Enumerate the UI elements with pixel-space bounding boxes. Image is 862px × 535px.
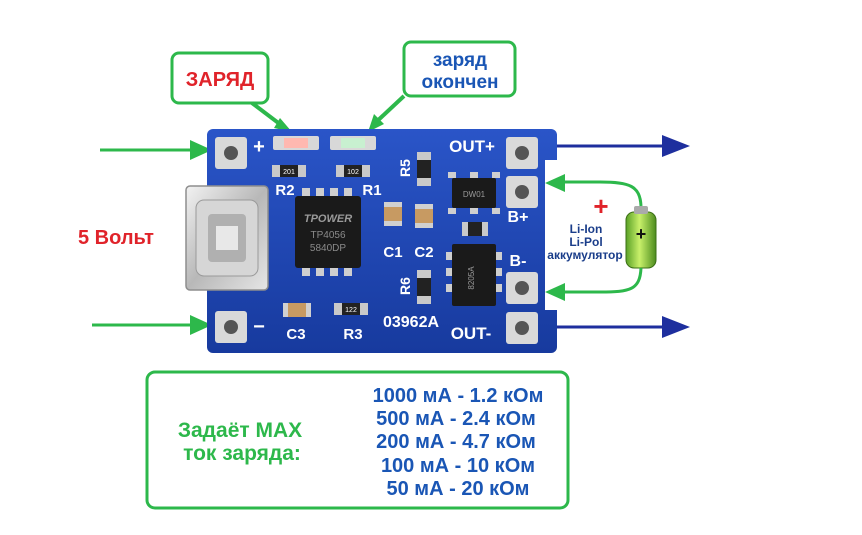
resistor-r2: 201 bbox=[272, 165, 306, 177]
input-voltage-label: 5 Вольт bbox=[78, 227, 154, 249]
led-charge bbox=[273, 136, 319, 150]
charge-done-line2: окончен bbox=[421, 72, 498, 93]
chip-dw01: DW01 bbox=[448, 172, 500, 214]
micro-usb-port bbox=[185, 185, 269, 291]
board-model: 03962A bbox=[383, 314, 439, 331]
silk-minus: − bbox=[253, 316, 265, 338]
battery-icon: + bbox=[625, 206, 657, 269]
current-row: 1000 мА - 1.2 кОм bbox=[373, 385, 544, 407]
resistor-r1: 102 bbox=[336, 165, 370, 177]
charge-done-callout: заряд окончен bbox=[368, 40, 517, 132]
mosfet-code: 8205A bbox=[467, 266, 476, 290]
max-current-title-2: ток заряда: bbox=[183, 442, 301, 465]
dw01-code: DW01 bbox=[463, 190, 486, 199]
battery-type-line1: Li-Ion bbox=[570, 222, 603, 236]
current-row: 100 мА - 10 кОм bbox=[381, 455, 535, 477]
current-row: 200 мА - 4.7 кОм bbox=[376, 431, 536, 453]
silk-r1: R1 bbox=[362, 182, 381, 199]
led-done bbox=[330, 136, 376, 150]
chip-line1: TP4056 bbox=[310, 230, 345, 241]
battery-cell-plus: + bbox=[636, 224, 647, 244]
pad-out-minus bbox=[506, 312, 538, 344]
silk-b-minus: B- bbox=[510, 253, 527, 270]
silk-out-plus: OUT+ bbox=[449, 137, 495, 156]
charge-done-line1: заряд bbox=[433, 50, 487, 71]
silk-r3: R3 bbox=[343, 326, 362, 343]
silk-out-minus: OUT- bbox=[451, 324, 492, 343]
capacitor-c2 bbox=[415, 204, 433, 228]
charge-label: ЗАРЯД bbox=[186, 69, 254, 91]
silk-c2: C2 bbox=[414, 244, 433, 261]
silk-r6: R6 bbox=[397, 277, 413, 295]
battery-type-line2: Li-Pol bbox=[569, 235, 602, 249]
battery-type-line3: аккумулятор bbox=[547, 248, 622, 262]
pad-b-plus bbox=[506, 176, 538, 208]
resistor-r3: 122 bbox=[334, 303, 368, 315]
charge-callout: ЗАРЯД bbox=[170, 51, 292, 132]
pad-in-plus bbox=[215, 137, 247, 169]
silk-r2: R2 bbox=[275, 182, 294, 199]
silk-r5: R5 bbox=[397, 159, 413, 177]
silk-plus: + bbox=[253, 136, 265, 158]
pcb-board: + − OUT+ OUT- B+ B- 201 102 R2 R1 bbox=[207, 129, 559, 353]
silk-c3: C3 bbox=[286, 326, 305, 343]
output-arrow-minus bbox=[548, 316, 690, 338]
chip-8205a: 8205A bbox=[446, 244, 502, 306]
silk-b-plus: B+ bbox=[508, 209, 529, 226]
chip-line2: 5840DP bbox=[310, 243, 346, 254]
current-row: 50 мА - 20 кОм bbox=[387, 478, 530, 500]
r3-code: 122 bbox=[345, 307, 357, 314]
silk-c1: C1 bbox=[383, 244, 402, 261]
battery-wire-plus bbox=[545, 174, 643, 207]
capacitor-c1 bbox=[384, 202, 402, 226]
pad-b-minus bbox=[506, 272, 538, 304]
max-current-table: Задаёт MAX ток заряда: 1000 мА - 1.2 кОм… bbox=[145, 370, 570, 510]
battery-plus-sign: + bbox=[593, 191, 608, 221]
battery-wire-minus bbox=[545, 267, 643, 301]
pad-out-plus bbox=[506, 137, 538, 169]
chip-brand: TPOWER bbox=[304, 213, 352, 225]
chip-tp4056: TPOWER TP4056 5840DP bbox=[295, 188, 361, 276]
max-current-title-1: Задаёт MAX bbox=[178, 419, 302, 442]
capacitor-c3 bbox=[283, 303, 311, 317]
current-row: 500 мА - 2.4 кОм bbox=[376, 408, 536, 430]
r1-code: 102 bbox=[347, 169, 359, 176]
input-arrow-plus bbox=[100, 140, 212, 160]
pad-in-minus bbox=[215, 311, 247, 343]
r2-code: 201 bbox=[283, 169, 295, 176]
input-arrow-minus bbox=[92, 315, 212, 335]
output-arrow-plus bbox=[548, 135, 690, 157]
